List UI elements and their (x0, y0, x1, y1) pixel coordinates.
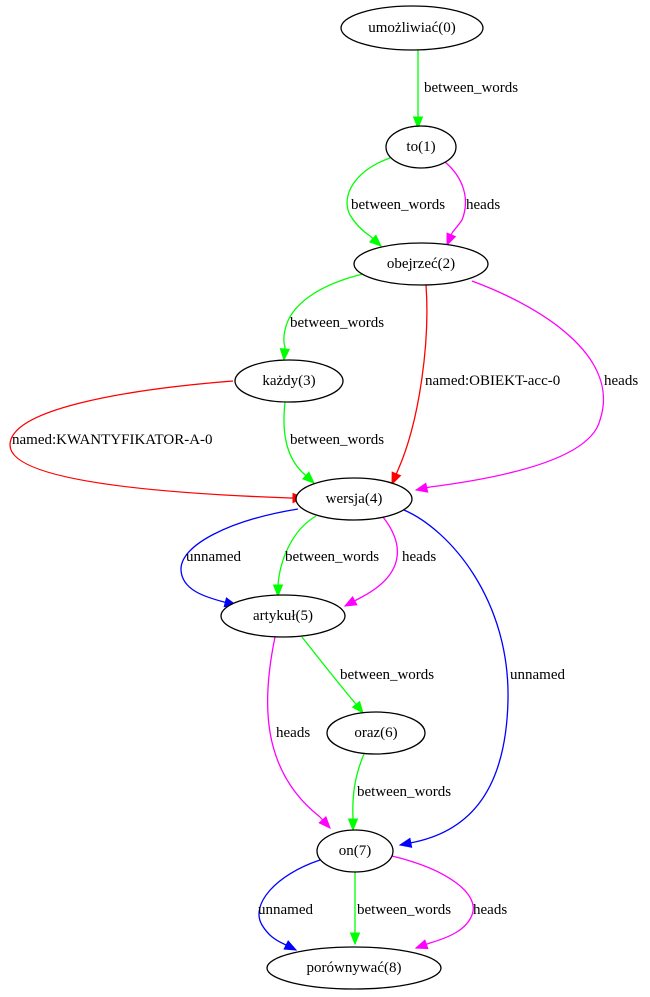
edge-label: heads (473, 902, 507, 918)
edge-label: heads (276, 725, 310, 741)
edge-line (301, 636, 356, 704)
edge-heads: heads (414, 280, 638, 493)
arrowhead (351, 700, 364, 715)
edge-between_words: between_words (349, 872, 451, 946)
node-label: umożliwiać(0) (368, 20, 455, 36)
edge-label: unnamed (510, 667, 565, 683)
node-ellipse (295, 477, 413, 521)
node-n7: on(7) (316, 829, 394, 873)
arrowhead (412, 116, 424, 130)
edge-line (403, 509, 509, 843)
edge-heads: heads (444, 161, 500, 247)
arrowhead (301, 471, 315, 484)
edge-label: between_words (351, 197, 445, 213)
arrowhead (414, 939, 429, 950)
node-label: wersja(4) (326, 491, 383, 507)
edge-unnamed: unnamed (180, 508, 299, 608)
edge-unnamed: unnamed (258, 859, 321, 951)
arrowhead (272, 584, 284, 598)
edge-line (352, 753, 365, 819)
edge-line (346, 157, 391, 237)
node-label: artykuł(5) (253, 608, 313, 624)
edge-line (283, 273, 364, 347)
edge-label: between_words (290, 432, 384, 448)
edge-line (258, 859, 321, 945)
node-ellipse (353, 242, 489, 286)
edge-line (283, 401, 303, 473)
edge-line (391, 855, 474, 944)
edge-between_words: between_words (412, 50, 518, 130)
edge-heads: heads (266, 636, 331, 829)
node-n5: artykuł(5) (220, 594, 346, 638)
edge-between_words: between_words (272, 515, 379, 598)
edge-between_words: between_words (283, 401, 384, 484)
node-n0: umożliwiać(0) (340, 5, 484, 51)
arrowhead (347, 818, 359, 832)
edge-label: unnamed (186, 549, 241, 565)
node-ellipse (316, 829, 394, 873)
edge-label: between_words (357, 902, 451, 918)
node-n6: oraz(6) (326, 711, 426, 755)
edge-named: named:OBIEKT-acc-0 (391, 284, 560, 486)
edge-line (180, 508, 299, 603)
edge-line (277, 515, 317, 586)
node-label: to(1) (406, 139, 435, 155)
node-ellipse (385, 125, 457, 169)
edge-label: unnamed (258, 902, 313, 918)
edge-label: heads (402, 549, 436, 565)
edge-between_words: between_words (346, 157, 445, 247)
edge-line (397, 284, 428, 471)
node-label: on(7) (339, 843, 372, 859)
arrowhead (279, 348, 291, 362)
edge-heads: heads (391, 855, 507, 950)
node-n1: to(1) (385, 125, 457, 169)
node-n4: wersja(4) (295, 477, 413, 521)
arrowhead (391, 471, 402, 486)
edge-between_words: between_words (279, 273, 384, 362)
edge-label: between_words (424, 80, 518, 96)
edge-line (429, 280, 605, 488)
edge-label: named:OBIEKT-acc-0 (425, 373, 560, 389)
edge-heads: heads (343, 516, 436, 607)
nodes-layer: umożliwiać(0) to(1) obejrzeć(2) każdy(3) wer… (220, 5, 489, 990)
node-ellipse (220, 594, 346, 638)
edge-between_words: between_words (347, 753, 451, 832)
node-ellipse (234, 359, 344, 403)
node-n2: obejrzeć(2) (353, 242, 489, 286)
node-label: każdy(3) (262, 373, 315, 389)
node-ellipse (266, 946, 442, 990)
node-n8: porównywać(8) (266, 946, 442, 990)
edge-label: between_words (340, 667, 434, 683)
arrowhead (349, 932, 361, 946)
edge-unnamed: unnamed (398, 509, 565, 848)
node-label: oraz(6) (354, 725, 397, 741)
arrowhead (414, 482, 429, 493)
edge-line (266, 636, 321, 818)
edge-label: heads (604, 373, 638, 389)
edge-label: named:KWANTYFIKATOR-A-0 (12, 432, 213, 448)
edge-label: heads (466, 197, 500, 213)
edge-line (9, 380, 291, 499)
node-label: obejrzeć(2) (387, 256, 455, 272)
edge-label: between_words (285, 549, 379, 565)
edge-line (444, 161, 467, 234)
edge-label: between_words (357, 784, 451, 800)
arrowhead (343, 595, 358, 607)
arrowhead (368, 234, 382, 247)
node-ellipse (340, 5, 484, 51)
arrowhead (283, 940, 298, 951)
node-label: porównywać(8) (307, 960, 402, 976)
arrowhead (398, 837, 413, 848)
arrowhead (318, 815, 331, 829)
node-n3: każdy(3) (234, 359, 344, 403)
edge-line (359, 516, 398, 599)
edge-label: between_words (290, 315, 384, 331)
edge-between_words: between_words (301, 636, 434, 715)
node-ellipse (326, 711, 426, 755)
arrowhead (446, 232, 457, 247)
